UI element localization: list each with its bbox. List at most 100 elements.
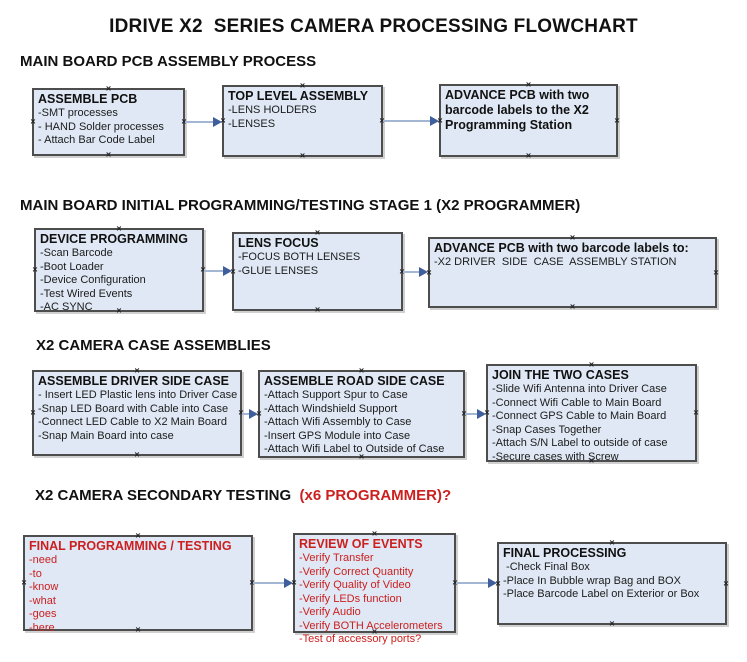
- connector-line: [465, 413, 479, 415]
- box-title: ADVANCE PCB with two barcode labels to:: [434, 241, 689, 255]
- box-item: -LENS HOLDERS: [228, 104, 317, 116]
- box-item: -Snap LED Board with Cable into Case: [38, 402, 229, 415]
- arrow-head-icon: [213, 117, 222, 127]
- box-item: -Verify Transfer: [299, 552, 374, 564]
- arrow-head-icon: [223, 266, 232, 276]
- box-item: -goes: [29, 608, 57, 620]
- box-item: -what: [29, 594, 56, 607]
- box-title: DEVICE PROGRAMMING: [40, 232, 188, 246]
- connection-anchor-icon: ×: [21, 577, 27, 588]
- box-title: ASSEMBLE ROAD SIDE CASE: [264, 374, 445, 388]
- section-header-text: X2 CAMERA SECONDARY TESTING: [35, 487, 300, 504]
- flow-box: TOP LEVEL ASSEMBLY -LENS HOLDERS-LENSES …: [220, 81, 384, 160]
- box-title: REVIEW OF EVENTS: [299, 537, 423, 551]
- box-item: -Verify Correct Quantity: [299, 565, 414, 578]
- box-item: -Verify Quality of Video: [299, 579, 411, 591]
- box-item: -LENSES: [228, 117, 276, 130]
- box-item: -SMT processes: [38, 107, 118, 119]
- box-item: -Slide Wifi Antenna into Driver Case: [492, 383, 667, 395]
- box-item: -Connect GPS Cable to Main Board: [492, 410, 667, 422]
- box-item: -GLUE LENSES: [238, 264, 319, 277]
- box-title: JOIN THE TWO CASES: [492, 368, 629, 382]
- box-item: -Snap Main Board into case: [38, 429, 174, 442]
- box-title: FINAL PROCESSING: [503, 546, 627, 560]
- flow-box: ADVANCE PCB with two barcode labels to: …: [426, 233, 718, 311]
- box-item: - Insert LED Plastic lens into Driver Ca…: [38, 389, 238, 401]
- box-item-list: -Scan Barcode-Boot Loader-Device Configu…: [40, 247, 202, 315]
- box-item: -Boot Loader: [40, 260, 104, 273]
- box-item: -Place In Bubble wrap Bag and BOX: [503, 574, 681, 587]
- section-header-text: X2 CAMERA CASE ASSEMBLIES: [36, 337, 271, 354]
- flow-box: FINAL PROGRAMMING / TESTING -need-to-kno…: [21, 531, 254, 634]
- box-item: -Connect LED Cable to X2 Main Board: [38, 416, 227, 428]
- arrow-head-icon: [430, 116, 439, 126]
- connector-line: [456, 582, 490, 584]
- box-title: ASSEMBLE DRIVER SIDE CASE: [38, 374, 230, 388]
- arrow-head-icon: [477, 409, 486, 419]
- box-item-list: -Attach Support Spur to Case-Attach Wind…: [264, 389, 463, 457]
- box-item-list: -Verify Transfer-Verify Correct Quantity…: [299, 552, 454, 647]
- box-item: - Attach Bar Code Label: [38, 134, 155, 146]
- section-header-text: (x6 PROGRAMMER)?: [299, 487, 452, 504]
- connector-line: [383, 120, 432, 122]
- box-item: -Snap Cases Together: [492, 423, 602, 436]
- box-item: -Verify BOTH Accelerometers: [299, 619, 443, 632]
- flow-box: ASSEMBLE ROAD SIDE CASE -Attach Support …: [256, 366, 466, 461]
- connection-anchor-icon: ×: [569, 301, 576, 312]
- connection-anchor-icon: ×: [30, 407, 36, 418]
- box-item-list: - Insert LED Plastic lens into Driver Ca…: [38, 389, 240, 443]
- flow-box: ADVANCE PCB with two barcode labels to t…: [437, 80, 619, 160]
- flow-box: ASSEMBLE DRIVER SIDE CASE - Insert LED P…: [30, 366, 243, 459]
- connector-line: [253, 582, 286, 584]
- box-item: -Attach Wifi Assembly to Case: [264, 416, 412, 428]
- connection-anchor-icon: ×: [32, 264, 38, 275]
- flow-box: FINAL PROCESSING -Check Final Box-Place …: [495, 538, 728, 628]
- box-item: -Verify LEDs function: [299, 592, 402, 605]
- box-item: -Scan Barcode: [40, 247, 113, 259]
- arrow-head-icon: [488, 578, 497, 588]
- box-item: - HAND Solder processes: [38, 120, 164, 133]
- box-item-list: -Slide Wifi Antenna into Driver Case-Con…: [492, 383, 695, 464]
- connector-line: [185, 121, 215, 123]
- box-item-list: -need-to-know-what-goes-here: [29, 554, 251, 635]
- box-item: -Attach S/N Label to outside of case: [492, 437, 668, 449]
- box-item: -Attach Windshield Support: [264, 402, 398, 415]
- box-item: -Verify Audio: [299, 606, 361, 618]
- connection-anchor-icon: ×: [299, 150, 306, 161]
- box-item-list: -FOCUS BOTH LENSES-GLUE LENSES: [238, 251, 401, 278]
- box-title: ASSEMBLE PCB: [38, 92, 138, 106]
- flow-box: JOIN THE TWO CASES -Slide Wifi Antenna i…: [484, 360, 698, 465]
- box-item: -X2 DRIVER SIDE CASE ASSEMBLY STATION: [434, 256, 677, 268]
- connection-anchor-icon: ×: [30, 116, 36, 127]
- page-title: IDRIVE X2 SERIES CAMERA PROCESSING FLOWC…: [109, 16, 638, 37]
- connection-anchor-icon: ×: [314, 304, 321, 315]
- flow-box: LENS FOCUS -FOCUS BOTH LENSES-GLUE LENSE…: [230, 228, 404, 314]
- flow-box: DEVICE PROGRAMMING -Scan Barcode-Boot Lo…: [32, 224, 205, 315]
- section-header: MAIN BOARD PCB ASSEMBLY PROCESS: [20, 53, 316, 70]
- flow-box: ASSEMBLE PCB -SMT processes- HAND Solder…: [30, 84, 186, 159]
- box-title: FINAL PROGRAMMING / TESTING: [29, 539, 232, 553]
- box-item: -know: [29, 581, 59, 593]
- connection-anchor-icon: ×: [525, 150, 532, 161]
- connection-anchor-icon: ×: [105, 149, 112, 160]
- box-item: -Secure cases with Screw: [492, 450, 619, 463]
- box-item: -Connect Wifi Cable to Main Board: [492, 396, 662, 409]
- box-item: -Insert GPS Module into Case: [264, 429, 411, 442]
- flow-box: REVIEW OF EVENTS -Verify Transfer-Verify…: [291, 529, 457, 645]
- box-title: ADVANCE PCB with two barcode labels to t…: [445, 88, 590, 132]
- box-item-list: -SMT processes- HAND Solder processes- A…: [38, 107, 183, 148]
- arrow-head-icon: [249, 409, 258, 419]
- connection-anchor-icon: ×: [134, 449, 140, 460]
- connector-line: [204, 270, 225, 272]
- box-item: -AC SYNC: [40, 301, 93, 313]
- connector-line: [242, 413, 251, 415]
- arrow-head-icon: [419, 267, 428, 277]
- box-item: -Place Barcode Label on Exterior or Box: [503, 588, 700, 600]
- section-header: MAIN BOARD INITIAL PROGRAMMING/TESTING S…: [20, 197, 580, 214]
- box-item-list: -LENS HOLDERS-LENSES: [228, 104, 381, 131]
- box-item: -FOCUS BOTH LENSES: [238, 251, 361, 263]
- box-title: LENS FOCUS: [238, 236, 319, 250]
- section-header: X2 CAMERA CASE ASSEMBLIES: [36, 337, 271, 354]
- box-item: -Test Wired Events: [40, 287, 133, 300]
